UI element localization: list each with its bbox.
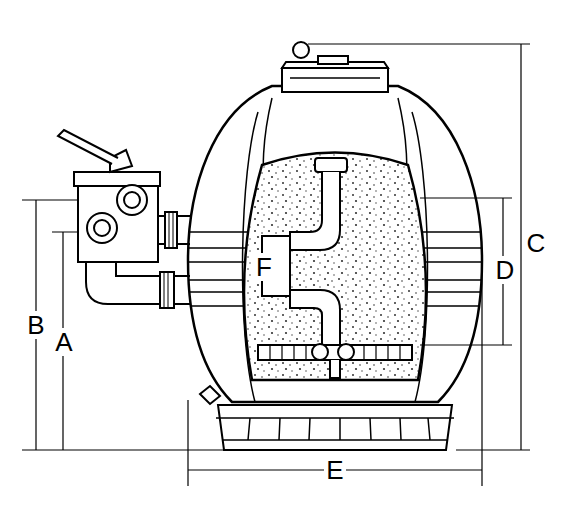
dimension-label: D [494, 256, 517, 284]
dimension-label: C [525, 229, 548, 257]
dimension-label: B [25, 311, 46, 339]
dimension-label: E [324, 456, 345, 484]
dimension-label: A [53, 328, 74, 356]
dimension-label: F [254, 253, 274, 281]
